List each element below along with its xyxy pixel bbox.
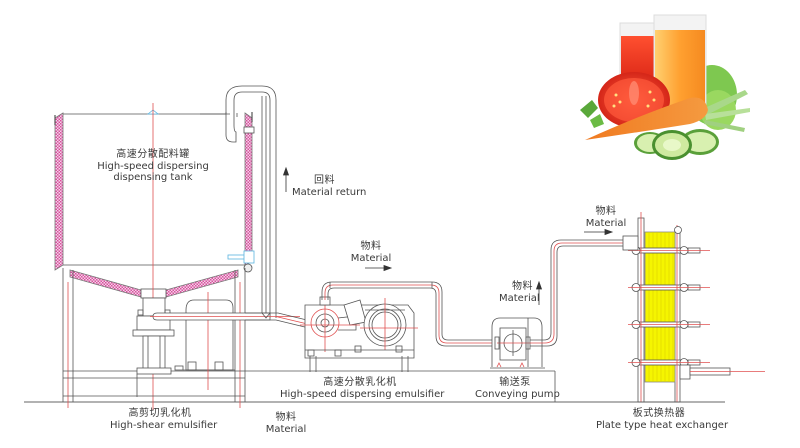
arrow-right-material-1-icon [365, 264, 393, 272]
heat-exchanger-en: Plate type heat exchanger [596, 419, 729, 431]
material-1-zh: 物料 [360, 241, 382, 252]
return-pipe [200, 85, 277, 318]
arrow-right-material-3-icon [584, 228, 614, 236]
tank-left-insulation [54, 112, 64, 271]
juice-illustration [580, 14, 750, 160]
tank-side-nozzle [227, 254, 247, 260]
shear-emulsifier-label: 高剪切乳化机 High-shear emulsifier [110, 408, 218, 431]
tank-label: 高速分散配料罐 High-speed dispersing dispensing… [92, 149, 214, 184]
motor [185, 299, 234, 371]
pump-en: Conveying pump [475, 388, 560, 400]
material-label-2: 物料 Material [499, 281, 540, 304]
material-label-1: 物料 Material [343, 241, 399, 264]
material-3-zh: 物料 [595, 206, 617, 217]
tank-label-zh: 高速分散配料罐 [116, 149, 190, 160]
plate-pack [644, 231, 676, 383]
shear-emulsifier-zh: 高剪切乳化机 [128, 408, 192, 419]
dispersing-emulsifier-zh: 高速分散乳化机 [323, 377, 397, 388]
carrot [585, 97, 708, 140]
conveying-pump [490, 317, 545, 369]
tank-label-en-2: dispensing tank [113, 172, 193, 183]
shear-emulsifier-en: High-shear emulsifier [110, 419, 218, 431]
dispersing-emulsifier-en: High-speed dispersing emulsifier [280, 388, 445, 400]
dispersing-emulsifier [300, 296, 418, 372]
arrow-up-return-icon [282, 166, 290, 192]
heat-exchanger-label: 板式换热器 Plate type heat exchanger [596, 408, 729, 431]
material-bottom-en: Material [265, 423, 307, 435]
material-3-en: Material [585, 217, 627, 229]
transfer-pipe-2 [321, 281, 500, 347]
dispensing-tank [54, 109, 255, 299]
material-1-en: Material [350, 252, 392, 264]
material-return-zh: 回料 [314, 175, 335, 186]
tank-right-insulation [244, 112, 253, 266]
heat-exchanger-zh: 板式换热器 [632, 408, 686, 419]
tank-cone-insulation-right [165, 269, 239, 298]
material-label-3: 物料 Material [578, 206, 634, 229]
material-bottom-label: 物料 Material [258, 412, 314, 435]
material-return-en: Material return [292, 186, 367, 198]
pump-label: 输送泵 Conveying pump [475, 377, 560, 400]
tank-label-en-1: High-speed dispersing [97, 160, 209, 172]
pump-zh: 输送泵 [499, 377, 531, 388]
material-2-en: Material [499, 292, 540, 304]
tank-cone-insulation-left [69, 269, 142, 298]
transfer-pipe-3 [530, 239, 625, 347]
tank-legs [62, 268, 246, 408]
heat-exchanger [622, 212, 765, 403]
shear-emulsifier [132, 292, 300, 397]
material-return-label: 回料 Material return [292, 175, 366, 198]
plate-lines [648, 232, 674, 382]
material-2-zh: 物料 [512, 281, 533, 292]
material-bottom-zh: 物料 [275, 412, 297, 423]
dispersing-emulsifier-label: 高速分散乳化机 High-speed dispersing emulsifier [280, 377, 445, 400]
arrow-up-material-2-icon [535, 280, 543, 305]
flow-arrows [282, 166, 614, 305]
